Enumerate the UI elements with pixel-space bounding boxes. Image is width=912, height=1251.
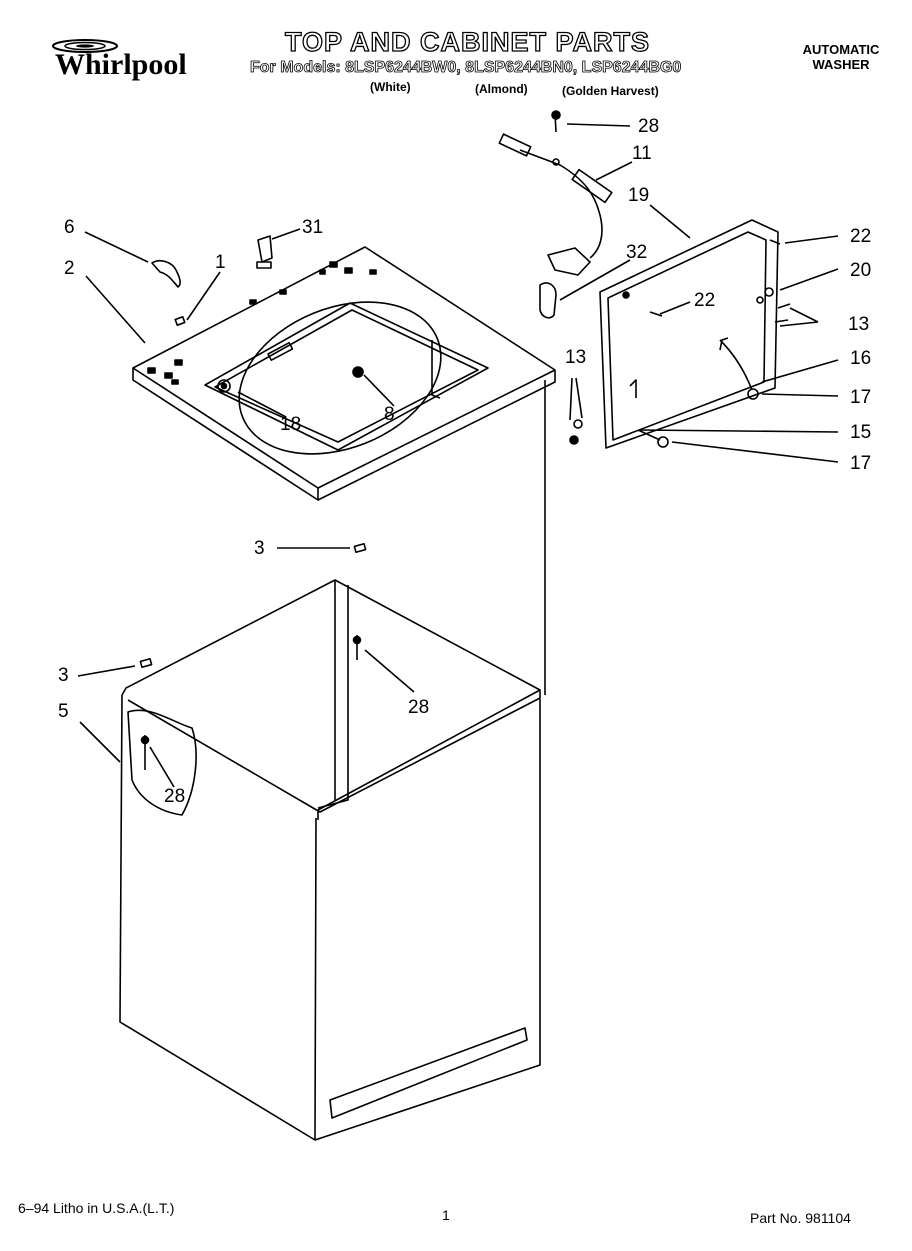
small-clips [151, 235, 557, 326]
variant-almond: (Almond) [475, 82, 528, 96]
lid [569, 219, 791, 449]
callout-20: 20 [850, 260, 872, 281]
models-line: For Models: 8LSP6244BW0, 8LSP6244BN0, LS… [250, 59, 682, 77]
callout-28-mid: 28 [408, 697, 430, 718]
callout-22-right: 22 [850, 226, 872, 247]
footer-page-number: 1 [442, 1207, 450, 1223]
lid-switch-harness [498, 110, 613, 276]
callout-6: 6 [64, 217, 75, 238]
callout-19: 19 [628, 185, 650, 206]
footer-part-number: Part No. 981104 [750, 1210, 851, 1226]
footer-litho: 6–94 Litho in U.S.A.(L.T.) [18, 1200, 175, 1216]
callout-31: 31 [302, 217, 324, 238]
leader-lines [77, 123, 839, 788]
callout-1: 1 [215, 252, 226, 273]
callout-2: 2 [64, 258, 75, 279]
callout-32: 32 [626, 242, 648, 263]
callout-13-left: 13 [565, 347, 587, 368]
product-kind: AUTOMATIC WASHER [796, 42, 886, 72]
callout-22-inner: 22 [694, 290, 716, 311]
page-title: TOP AND CABINET PARTS [284, 26, 651, 57]
callout-28-top: 28 [638, 116, 660, 137]
callout-13-right: 13 [848, 314, 870, 335]
brand-name: Whirlpool [55, 48, 187, 81]
product-kind-line-1: AUTOMATIC [802, 42, 880, 57]
variant-white: (White) [370, 80, 411, 94]
callout-3-upper: 3 [254, 538, 265, 559]
callout-17-upper: 17 [850, 387, 872, 408]
callout-28-lower: 28 [164, 786, 186, 807]
callout-3-lower: 3 [58, 665, 69, 686]
callout-15: 15 [850, 422, 872, 443]
callout-17-lower: 17 [850, 453, 872, 474]
logo-swirl-icon [52, 39, 118, 53]
callout-8: 8 [384, 404, 395, 425]
callout-11: 11 [632, 143, 652, 164]
callout-5: 5 [58, 701, 69, 722]
callout-16: 16 [850, 348, 872, 369]
callout-18: 18 [280, 414, 302, 435]
cabinet [119, 380, 546, 1141]
top-panel [132, 246, 556, 501]
product-kind-line-2: WASHER [812, 57, 870, 72]
variant-golden-harvest: (Golden Harvest) [562, 84, 659, 98]
